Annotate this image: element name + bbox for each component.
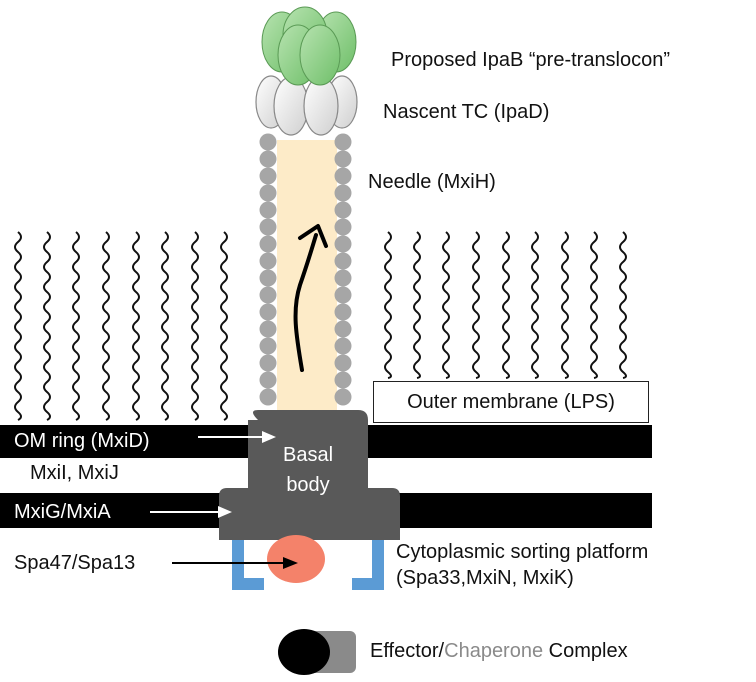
needle-subunit — [259, 252, 277, 270]
label-spa47-spa13: Spa47/Spa13 — [14, 552, 136, 574]
lps-chain — [72, 231, 80, 421]
label-sorting-platform-components: (Spa33,MxiN, MxiK) — [396, 567, 574, 589]
needle-subunit — [259, 201, 277, 219]
lps-chain — [561, 231, 569, 379]
lps-chain — [590, 231, 598, 379]
label-mxii-mxij: MxiI, MxiJ — [30, 462, 119, 484]
lps-chain — [191, 231, 199, 421]
lps-chain — [472, 231, 480, 379]
lps-chain — [161, 231, 169, 421]
lps-chain — [132, 231, 140, 421]
label-mxig-mxia: MxiG/MxiA — [14, 501, 111, 523]
needle-channel — [277, 140, 337, 412]
needle-subunit — [334, 320, 352, 338]
lps-chain — [502, 231, 510, 379]
lps-left — [14, 231, 228, 421]
atpase-spa47 — [267, 535, 325, 583]
label-nascent-tc: Nascent TC (IpaD) — [383, 101, 550, 123]
needle-subunit — [259, 286, 277, 304]
needle-subunit — [259, 184, 277, 202]
needle-subunit — [259, 320, 277, 338]
needle-subunit — [259, 133, 277, 151]
pointer-arrows — [150, 431, 298, 569]
basal-body — [219, 410, 400, 540]
needle-subunit — [334, 337, 352, 355]
needle-subunit — [259, 167, 277, 185]
ipad-tip-complex — [255, 75, 358, 136]
lps-chain — [619, 231, 627, 379]
label-basal-line1: Basal — [282, 444, 334, 466]
lps-chain — [442, 231, 450, 379]
needle-subunit — [334, 303, 352, 321]
lps-chain — [220, 231, 228, 421]
needle-subunit — [334, 218, 352, 236]
label-basal-body: Basal body — [258, 440, 358, 500]
needle-subunit — [334, 201, 352, 219]
label-needle: Needle (MxiH) — [368, 171, 496, 193]
effector-chaperone-icon — [278, 629, 356, 675]
needle-subunit — [259, 235, 277, 253]
sorting-platform-left — [232, 540, 264, 590]
secretion-arrowhead — [298, 224, 328, 248]
needle-subunit — [259, 303, 277, 321]
needle-subunit — [334, 286, 352, 304]
needle-subunit — [259, 388, 277, 406]
lps-chain — [43, 231, 51, 421]
needle-subunit — [334, 252, 352, 270]
needle-subunit — [259, 337, 277, 355]
needle-subunit — [334, 167, 352, 185]
needle-subunit — [334, 133, 352, 151]
needle-subunit — [259, 269, 277, 287]
legend-label: Effector/Chaperone Complex — [370, 640, 628, 663]
ipab-pretranslocon — [261, 6, 357, 86]
needle-subunit — [334, 269, 352, 287]
lps-chain — [384, 231, 392, 379]
lps-chain — [531, 231, 539, 379]
label-ipab-pretranslocon: Proposed IpaB “pre-translocon” — [391, 49, 671, 71]
legend-complex: Complex — [543, 640, 628, 662]
needle-subunit — [334, 388, 352, 406]
lps-chain — [14, 231, 22, 421]
label-basal-line2: body — [286, 474, 330, 496]
needle-subunit — [334, 354, 352, 372]
lps-chain — [102, 231, 110, 421]
needle-subunit — [334, 150, 352, 168]
lps-right — [384, 231, 627, 379]
sorting-platform-right — [352, 540, 384, 590]
needle-subunit — [259, 218, 277, 236]
needle-subunit — [259, 371, 277, 389]
needle-subunit — [334, 235, 352, 253]
lps-chain — [413, 231, 421, 379]
secretion-path-arrow — [293, 233, 318, 372]
label-sorting-platform: Cytoplasmic sorting platform — [396, 541, 649, 563]
legend-effector: Effector/ — [370, 640, 445, 662]
label-outer-membrane: Outer membrane (LPS) — [373, 381, 649, 423]
needle-subunit — [259, 150, 277, 168]
needle-subunit — [334, 184, 352, 202]
needle-subunit — [259, 354, 277, 372]
needle-subunit — [334, 371, 352, 389]
legend-chaperone: Chaperone — [444, 640, 544, 662]
needle-beads — [259, 133, 352, 406]
label-om-ring: OM ring (MxiD) — [14, 430, 150, 452]
